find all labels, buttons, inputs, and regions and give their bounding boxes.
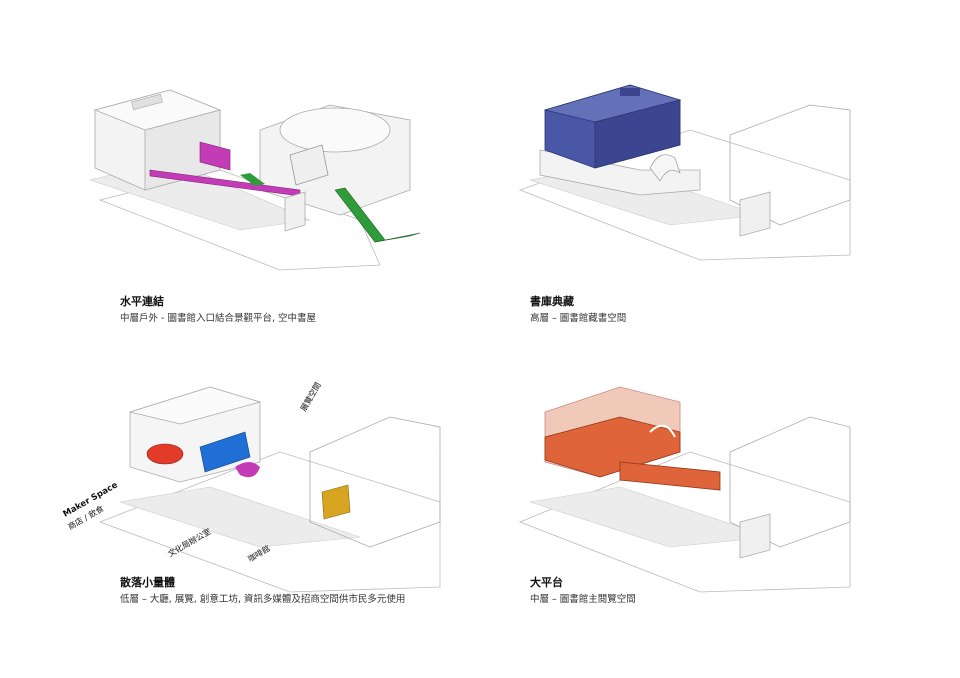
panel-scattered-volumes: Maker Space 商店 / 飲食 文化局辦公室 咖啡館 展覽空間 散落小量…	[60, 372, 500, 672]
label-exhibit: 展覽空間	[298, 380, 323, 413]
panel-book-storage: 書庫典藏 高層 – 圖書館藏書空間	[470, 50, 910, 350]
panel-description: 低層 – 大廳, 展覽, 創意工坊, 資訊多媒體及招商空間供市民多元使用	[120, 594, 406, 605]
panel-large-platform: 大平台 中層 – 圖書館主閱覽空間	[470, 372, 910, 672]
panel-description: 中層戶外 - 圖書館入口結合景觀平台, 空中書屋	[120, 313, 317, 324]
panel-description: 高層 – 圖書館藏書空間	[530, 313, 627, 324]
blue-volume	[199, 431, 251, 473]
panel-description: 中層 – 圖書館主閱覽空間	[530, 594, 636, 605]
axonometric-diagram-3: Maker Space 商店 / 飲食 文化局辦公室 咖啡館 展覽空間	[62, 380, 441, 593]
panel-title: 散落小量體	[120, 576, 175, 589]
panel-title: 書庫典藏	[530, 295, 574, 308]
label-office: 文化局辦公室	[166, 526, 213, 559]
axonometric-diagram-2	[518, 84, 851, 261]
gold-volume	[321, 484, 351, 520]
axonometric-diagram-4	[518, 386, 851, 593]
axonometric-diagram-1	[88, 89, 421, 271]
panel-horizontal-link: 水平連結 中層戶外 - 圖書館入口結合景觀平台, 空中書屋	[60, 50, 500, 350]
panel-title: 大平台	[530, 576, 563, 589]
red-volume	[146, 443, 184, 465]
orange-platform	[544, 416, 681, 478]
panel-title: 水平連結	[120, 295, 164, 308]
